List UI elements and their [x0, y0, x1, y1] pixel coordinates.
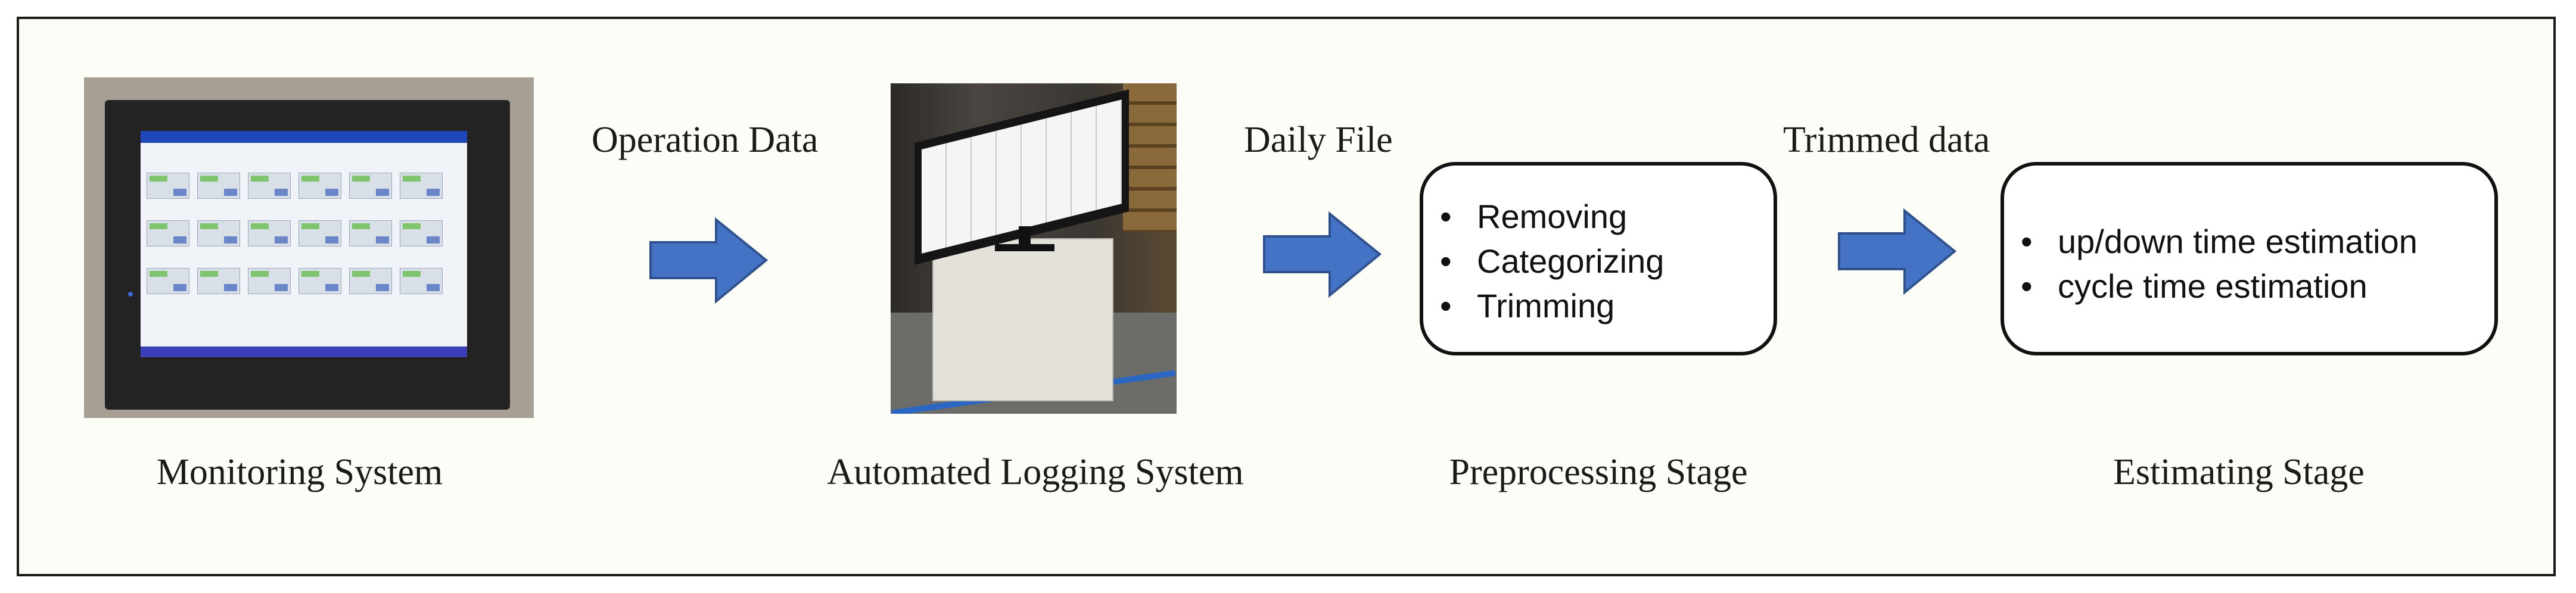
caption-estimating-stage: Estimating Stage — [2113, 452, 2365, 492]
shelf — [1123, 83, 1177, 232]
preprocessing-list: Removing Categorizing Trimming — [1423, 194, 1774, 328]
screen-cell — [197, 268, 240, 294]
arrow-label-trimmed-data: Trimmed data — [1783, 120, 1990, 160]
screen-cell — [147, 220, 189, 246]
screen-cell — [349, 173, 392, 199]
screen-cell — [298, 173, 341, 199]
screen-title-bar — [141, 131, 467, 143]
screen-cell — [197, 220, 240, 246]
estimating-list: up/down time estimation cycle time estim… — [2004, 219, 2494, 308]
list-item: cycle time estimation — [2004, 264, 2494, 308]
screen-cell — [248, 268, 291, 294]
list-item: up/down time estimation — [2004, 219, 2494, 264]
screen-cell — [298, 268, 341, 294]
screen-cell — [248, 220, 291, 246]
screen-cell — [400, 220, 443, 246]
power-led-icon — [128, 292, 133, 296]
list-item: Removing — [1423, 194, 1774, 239]
monitor-screen — [141, 131, 467, 357]
cabinet — [932, 238, 1113, 401]
monitor-stand-base — [995, 244, 1054, 251]
screen-cell — [400, 173, 443, 199]
screen-cell — [248, 173, 291, 199]
automated-logging-system-photo — [891, 83, 1177, 414]
monitoring-system-photo — [84, 77, 534, 418]
caption-automated-logging-system: Automated Logging System — [827, 452, 1244, 492]
right-arrow-icon — [1838, 208, 1957, 295]
screen-status-bar — [141, 347, 467, 357]
screen-cell — [298, 220, 341, 246]
screen-cell — [400, 268, 443, 294]
list-item: Categorizing — [1423, 239, 1774, 283]
screen-cell — [349, 220, 392, 246]
estimating-stage-box: up/down time estimation cycle time estim… — [2001, 162, 2498, 355]
caption-preprocessing-stage: Preprocessing Stage — [1449, 452, 1748, 492]
screen-cell — [147, 268, 189, 294]
screen-cell — [147, 173, 189, 199]
right-arrow-icon — [649, 217, 769, 304]
caption-monitoring-system: Monitoring System — [156, 452, 443, 492]
arrow-label-daily-file: Daily File — [1244, 120, 1393, 160]
screen-cell — [197, 173, 240, 199]
arrow-label-operation-data: Operation Data — [592, 120, 819, 160]
preprocessing-stage-box: Removing Categorizing Trimming — [1420, 162, 1777, 355]
list-item: Trimming — [1423, 283, 1774, 328]
screen-cell — [349, 268, 392, 294]
right-arrow-icon — [1263, 211, 1382, 298]
